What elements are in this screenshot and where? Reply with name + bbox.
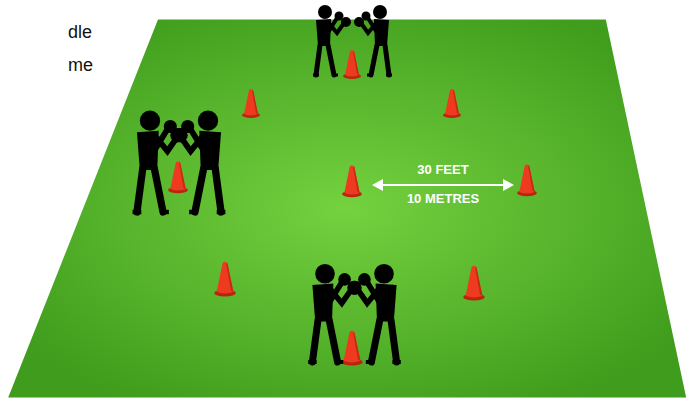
boxer-silhouette [313,5,351,75]
cone [463,266,485,301]
cone [168,161,188,193]
boxer-silhouette [354,5,392,75]
cone [342,165,362,197]
boxer-silhouette [170,111,225,213]
cone [341,331,363,366]
grass-field [6,18,688,399]
boxer-silhouette [308,264,361,362]
boxing-pairs [133,5,401,362]
cropped-text: dle [68,22,92,43]
distance-label: 10 METRES [407,191,479,206]
cropped-text: me [68,55,93,76]
distance-label: 30 FEET [417,162,468,177]
cone [343,50,361,79]
cones [168,50,537,366]
cone [242,89,260,118]
cone [443,89,461,118]
dimension-arrow [372,179,514,191]
boxer-silhouette [348,264,401,362]
cone [517,164,537,196]
boxer-silhouette [133,111,188,213]
cone [214,262,236,297]
